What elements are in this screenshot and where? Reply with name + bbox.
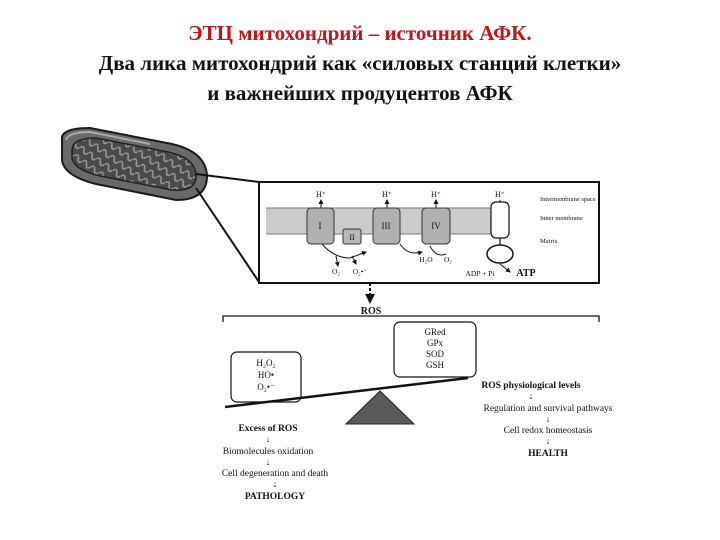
ros-bracket: [222, 315, 600, 322]
h-plus-label-3: H⁺: [431, 190, 441, 199]
matrix-label: Matrix: [540, 238, 558, 245]
o2-left-label: O₂: [332, 267, 340, 276]
balance-fulcrum: [344, 390, 416, 425]
electron-flow-arc-left: [321, 243, 367, 259]
pathology-chain-arrow-3: ↓: [273, 479, 278, 489]
health-chain-step-3: Cell redox homeostasis: [504, 426, 593, 436]
o2-right-label: O₂: [444, 255, 452, 264]
zoom-connector-bottom: [195, 187, 260, 283]
complex-iii: [372, 207, 401, 245]
zoom-connector-top: [195, 173, 260, 183]
intermembrane-space-label: Intermembrane space: [540, 196, 596, 203]
ros-label: ROS: [361, 306, 382, 317]
slide-title-line-3: и важнейших продуцентов АФК: [207, 81, 513, 105]
antioxidant-gsh: GSH: [426, 360, 445, 370]
health-chain-arrow-1: ↓: [529, 391, 534, 401]
pathology-chain-step-3: Cell degeneration and death: [222, 469, 329, 479]
pathology-chain-step-1: Excess of ROS: [238, 424, 297, 434]
ros-species-h2o2: H₂O₂: [256, 358, 275, 368]
h2o-label: H₂O: [419, 255, 433, 264]
health-chain-step-1: ROS physiological levels: [481, 381, 581, 391]
slide-title-line-1: ЭТЦ митохондрий – источник АФК.: [188, 21, 532, 45]
complex-iv: [421, 207, 451, 245]
complex-ii: [342, 228, 362, 245]
antioxidant-sod: SOD: [426, 349, 445, 359]
inner-membrane-label: Inner membrane: [540, 215, 583, 222]
superoxide-left-label: O₂•⁻: [353, 267, 368, 276]
h-plus-label-2: H⁺: [382, 190, 392, 199]
health-chain-arrow-2: ↓: [546, 414, 551, 424]
h-plus-label-1: H⁺: [316, 190, 326, 199]
mitochondrion-illustration: [60, 126, 209, 202]
balance-beam: [224, 376, 469, 409]
pathology-chain-arrow-2: ↓: [266, 457, 271, 467]
pathology-chain-step-4: PATHOLOGY: [245, 492, 305, 502]
pathology-chain-step-2: Biomolecules oxidation: [223, 447, 314, 457]
adp-pi-label: ADP + Pi: [466, 269, 495, 278]
health-chain-step-4: HEALTH: [528, 449, 568, 459]
complex-iii-label: III: [382, 221, 391, 231]
etc-panel: H⁺ H⁺ H⁺ H⁺ I II III IV Intermembrane sp…: [258, 181, 600, 284]
complex-i: [306, 207, 335, 245]
atp-synthase-channel: [490, 201, 510, 239]
antioxidant-gpx: GPx: [427, 338, 444, 348]
complex-ii-label: II: [349, 233, 355, 242]
atp-label: ATP: [516, 268, 535, 279]
slide-title-line-2: Два лика митохондрий как «силовых станци…: [98, 51, 622, 75]
ros-species-superoxide: O₂•⁻: [257, 382, 275, 392]
atp-synthase-head: [486, 244, 514, 264]
health-chain-step-2: Regulation and survival pathways: [483, 404, 612, 414]
h-plus-label-4: H⁺: [495, 190, 505, 199]
antioxidant-gred: GRed: [425, 327, 446, 337]
complex-i-label: I: [319, 221, 322, 231]
complex-iv-label: IV: [431, 221, 441, 231]
pathology-chain-arrow-1: ↓: [266, 434, 271, 444]
ros-species-hydroxyl: HO•: [258, 370, 274, 380]
health-chain-arrow-3: ↓: [546, 436, 551, 446]
antioxidants-box: [393, 321, 477, 378]
